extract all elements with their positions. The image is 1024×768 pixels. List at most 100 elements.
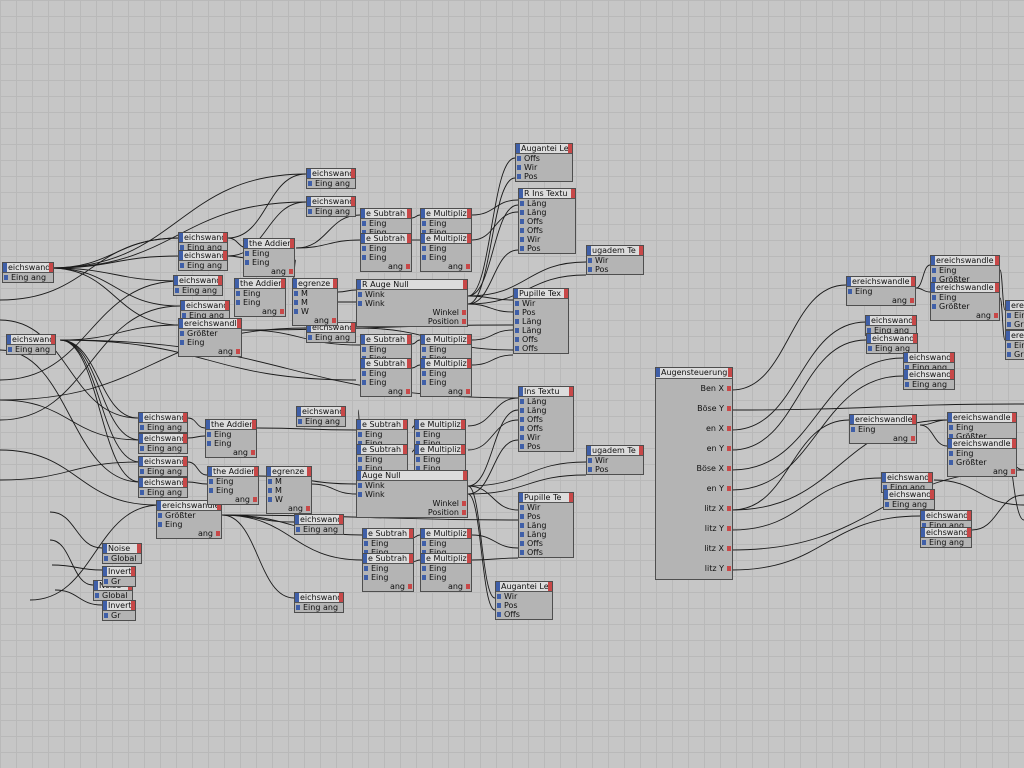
input-port[interactable]: Eing bbox=[208, 486, 258, 495]
input-port[interactable]: Eing bbox=[421, 573, 471, 582]
connection-wire[interactable] bbox=[471, 557, 519, 561]
input-port[interactable]: Eing ang bbox=[295, 603, 343, 612]
input-port[interactable]: Eing bbox=[421, 548, 471, 557]
input-port[interactable]: Eing bbox=[206, 430, 256, 439]
input-port[interactable]: Eing bbox=[415, 464, 465, 473]
connection-wire[interactable] bbox=[467, 157, 516, 297]
input-port[interactable]: Eing ang bbox=[139, 444, 187, 453]
connection-wire[interactable] bbox=[919, 424, 948, 447]
input-port[interactable]: Pos bbox=[519, 512, 573, 521]
connection-wire[interactable] bbox=[731, 515, 921, 571]
output-port[interactable]: ang bbox=[206, 448, 256, 457]
input-port[interactable]: Gr bbox=[1006, 350, 1024, 359]
connection-wire[interactable] bbox=[0, 237, 181, 301]
output-port[interactable]: en X bbox=[656, 419, 732, 439]
input-port[interactable]: Eing bbox=[363, 548, 413, 557]
connection-wire[interactable] bbox=[0, 461, 141, 481]
connection-wire[interactable] bbox=[731, 419, 850, 511]
connection-wire[interactable] bbox=[0, 349, 141, 483]
connection-wire[interactable] bbox=[187, 417, 206, 429]
connection-wire[interactable] bbox=[467, 439, 519, 495]
input-port[interactable]: Eing bbox=[847, 287, 915, 296]
input-port[interactable]: Offs bbox=[514, 335, 568, 344]
input-port[interactable]: Eing ang bbox=[307, 333, 355, 342]
input-port[interactable]: Läng bbox=[514, 326, 568, 335]
output-port[interactable]: litz Y bbox=[656, 519, 732, 539]
input-port[interactable]: Gr bbox=[1006, 320, 1024, 329]
connection-wire[interactable] bbox=[999, 297, 1006, 341]
connection-wire[interactable] bbox=[731, 403, 1024, 411]
input-port[interactable]: Eing bbox=[361, 369, 411, 378]
output-port[interactable]: ang bbox=[363, 582, 413, 591]
input-port[interactable]: Offs bbox=[519, 415, 573, 424]
connection-wire[interactable] bbox=[933, 479, 1024, 506]
connection-wire[interactable] bbox=[221, 514, 295, 523]
input-port[interactable]: Eing ang bbox=[7, 345, 55, 354]
input-port[interactable]: Eing bbox=[931, 266, 999, 275]
input-port[interactable]: Größter bbox=[948, 458, 1016, 467]
input-port[interactable]: Eing bbox=[421, 369, 471, 378]
connection-wire[interactable] bbox=[49, 267, 181, 282]
input-port[interactable]: Pos bbox=[514, 308, 568, 317]
connection-wire[interactable] bbox=[731, 375, 904, 491]
input-port[interactable]: Offs bbox=[519, 226, 575, 235]
input-port[interactable]: Wir bbox=[587, 456, 643, 465]
input-port[interactable]: Läng bbox=[519, 521, 573, 530]
input-port[interactable]: Eing bbox=[421, 539, 471, 548]
connection-wire[interactable] bbox=[59, 339, 141, 483]
output-port[interactable]: Böse X bbox=[656, 459, 732, 479]
connection-wire[interactable] bbox=[411, 339, 421, 345]
input-port[interactable]: Eing bbox=[850, 425, 916, 434]
input-port[interactable]: Läng bbox=[519, 406, 573, 415]
output-port[interactable]: ang bbox=[847, 296, 915, 305]
output-port[interactable]: en Y bbox=[656, 439, 732, 459]
input-port[interactable]: Eing bbox=[206, 439, 256, 448]
input-port[interactable]: Eing bbox=[421, 219, 471, 228]
input-port[interactable]: Größter bbox=[931, 302, 999, 311]
connection-wire[interactable] bbox=[221, 514, 363, 561]
node-ereich[interactable]: ereichEingGr bbox=[1005, 300, 1024, 330]
node-ereich[interactable]: ereichEingGr bbox=[1005, 330, 1024, 360]
input-port[interactable]: Eing ang bbox=[884, 500, 934, 509]
input-port[interactable]: Eing ang bbox=[867, 344, 917, 353]
input-port[interactable]: Eing bbox=[948, 449, 1016, 458]
input-port[interactable]: Eing ang bbox=[921, 521, 971, 530]
connection-wire[interactable] bbox=[915, 287, 931, 293]
input-port[interactable]: Pos bbox=[496, 601, 552, 610]
connection-wire[interactable] bbox=[971, 494, 1024, 531]
output-port[interactable]: ang bbox=[931, 311, 999, 320]
connection-wire[interactable] bbox=[467, 419, 519, 451]
input-port[interactable]: W bbox=[267, 495, 311, 504]
input-port[interactable]: Wink bbox=[357, 290, 467, 299]
output-port[interactable]: litz X bbox=[656, 499, 732, 519]
connection-wire[interactable] bbox=[295, 214, 361, 249]
input-port[interactable]: Wir bbox=[519, 503, 573, 512]
input-port[interactable]: Pos bbox=[519, 244, 575, 253]
connection-wire[interactable] bbox=[29, 504, 161, 601]
input-port[interactable]: Eing bbox=[421, 564, 471, 573]
connection-wire[interactable] bbox=[227, 201, 307, 257]
output-port[interactable]: Winkel bbox=[357, 308, 467, 317]
connection-wire[interactable] bbox=[915, 264, 931, 289]
input-port[interactable]: Eing bbox=[421, 378, 471, 387]
connection-wire[interactable] bbox=[241, 329, 361, 346]
